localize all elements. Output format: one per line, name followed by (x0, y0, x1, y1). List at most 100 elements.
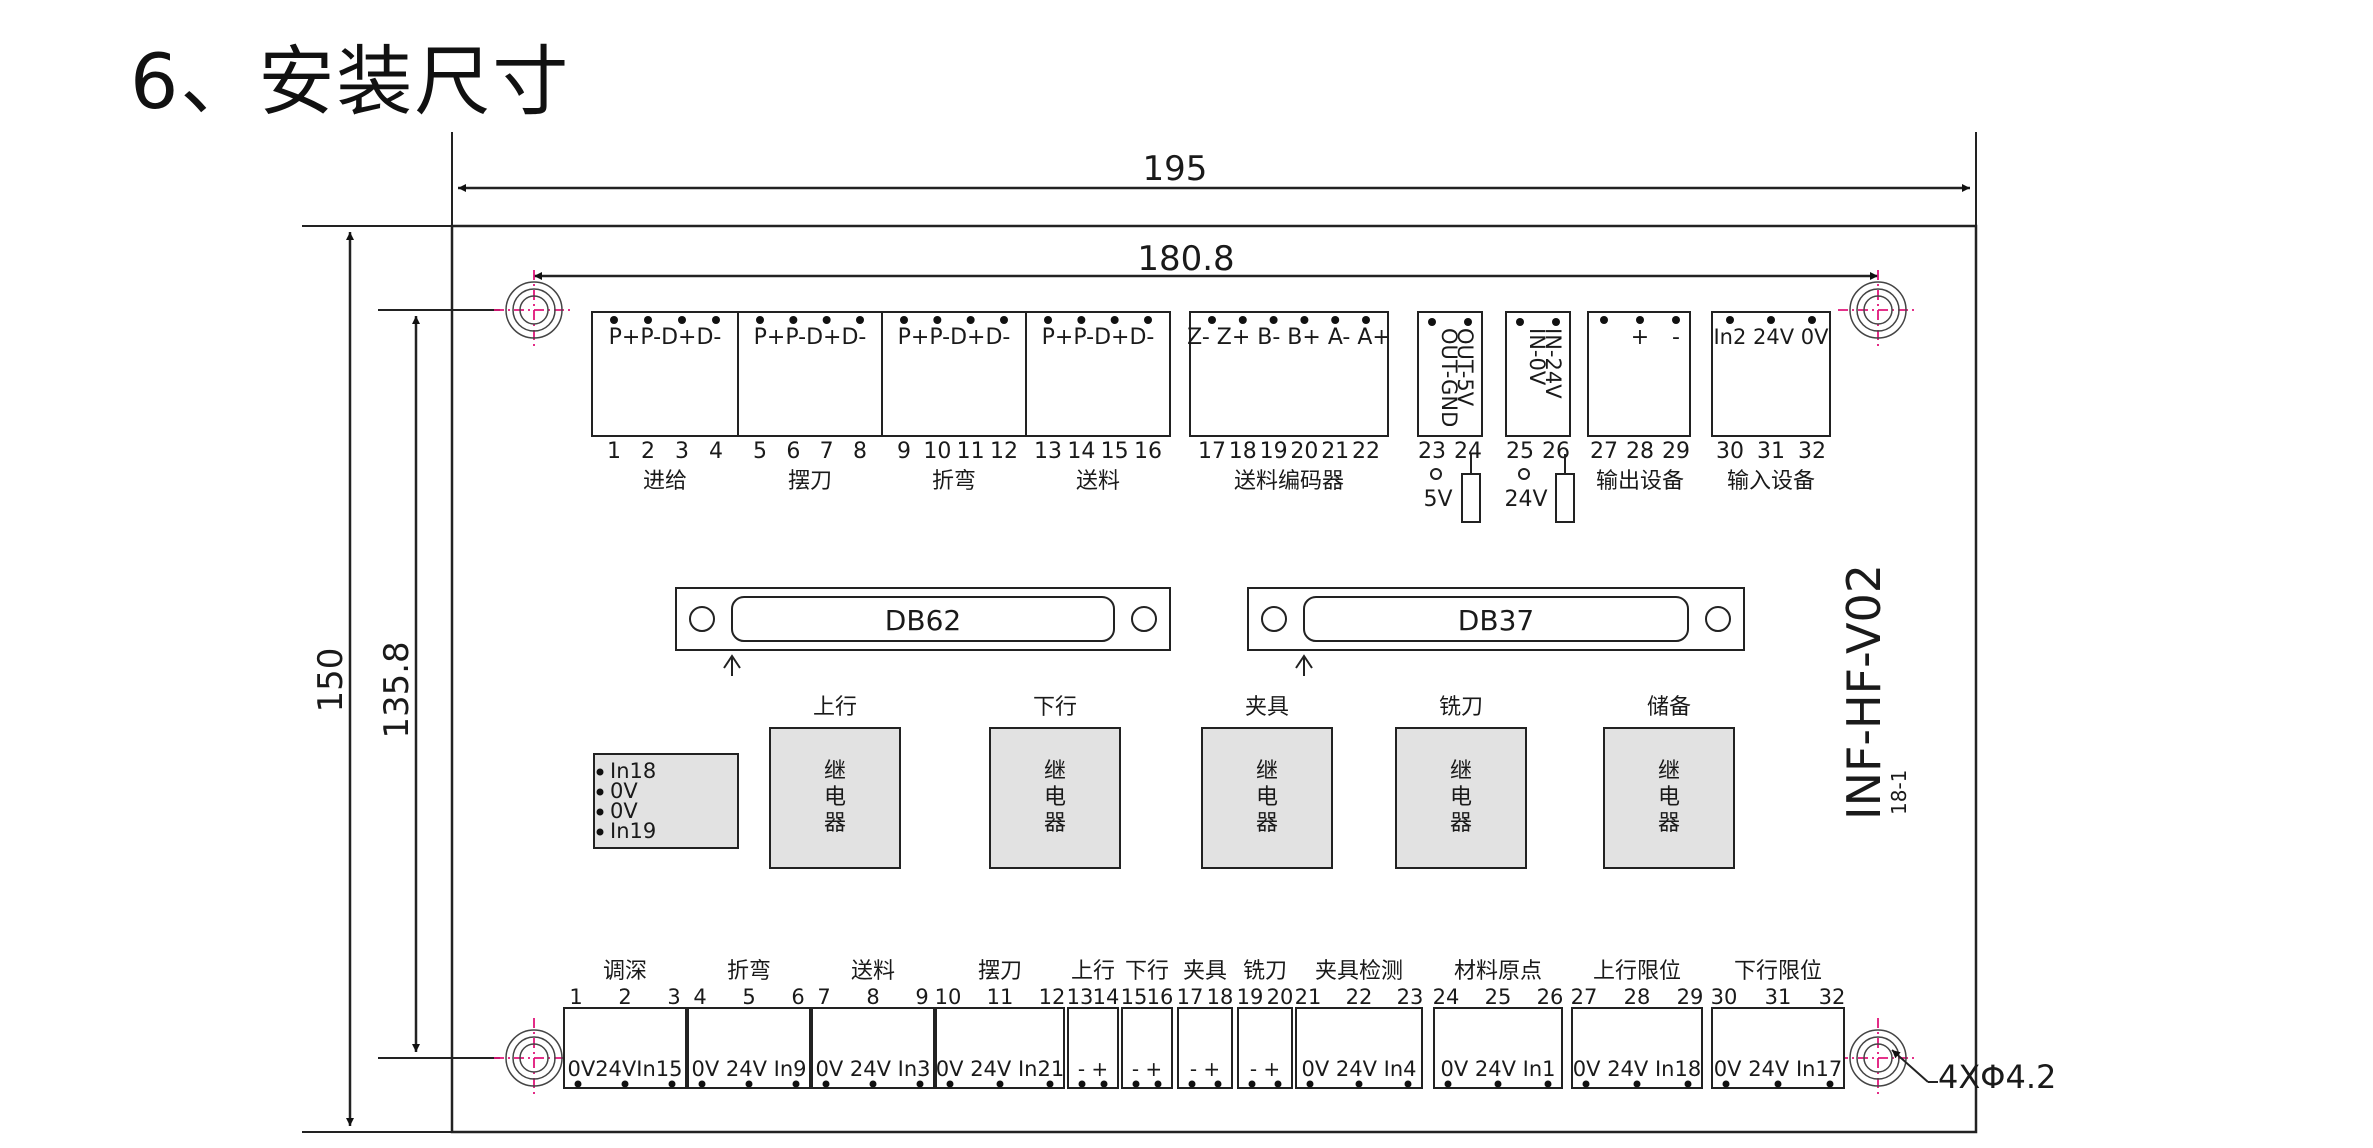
pin-labels: 0V 24V In17 (1714, 1057, 1842, 1081)
pin-number: 27 (1590, 439, 1618, 464)
pin-number: 20 (1267, 985, 1294, 1009)
connector-label: 折弯 (727, 959, 771, 984)
connector-label: 折弯 (932, 469, 976, 494)
pin-number: 7 (817, 985, 830, 1009)
pin-labels: P+P-D+D- (754, 325, 867, 350)
pin-number: 2 (641, 439, 655, 464)
pin-number: 4 (693, 985, 706, 1009)
relay-label: 铣刀 (1439, 695, 1483, 720)
pin-number: 29 (1662, 439, 1690, 464)
pin-number: 27 (1571, 985, 1598, 1009)
pin-labels: P+P-D+D- (609, 325, 722, 350)
hole-callout: 4XΦ4.2 (1891, 1049, 2056, 1096)
relay-label: 上行 (813, 695, 857, 720)
pin-number: 21 (1295, 985, 1322, 1009)
pin-number: 15 (1121, 985, 1148, 1009)
voltage-label: 5V (1423, 487, 1452, 512)
connector-label: 上行限位 (1593, 959, 1681, 984)
relay-text: 电 (824, 785, 846, 810)
pin-labels: OUT-5V (1453, 328, 1477, 407)
connector-label: 调深 (603, 959, 647, 984)
connector-label: 摆刀 (978, 959, 1022, 984)
pin-number: 1 (569, 985, 582, 1009)
connector-label: 进给 (643, 469, 687, 494)
pin-number: 7 (820, 439, 834, 464)
dim-overall-height-label: 150 (311, 648, 351, 713)
pin-labels: IN-0V (1525, 328, 1549, 386)
pin-number: 12 (990, 439, 1018, 464)
pin-number: 2 (618, 985, 631, 1009)
pin-labels: 0V 24V In21 (936, 1057, 1064, 1081)
pin-number: 3 (667, 985, 680, 1009)
pin-labels: 0V 24V In9 (691, 1057, 806, 1081)
dim-overall-height: 150 (302, 225, 452, 1133)
connector-label: 夹具检测 (1315, 959, 1403, 984)
pin-number: 14 (1067, 439, 1095, 464)
resistor-symbol (1461, 473, 1481, 523)
relay-text: 器 (1256, 811, 1278, 836)
voltage-label: 24V (1504, 487, 1547, 512)
pin-number: 20 (1290, 439, 1318, 464)
pin-labels: 0V24VIn15 (567, 1057, 682, 1081)
pin-labels: IN-24V (1541, 328, 1565, 399)
pin-number: 8 (866, 985, 879, 1009)
relay-text: 继 (1450, 759, 1472, 784)
pin-number: 24 (1454, 439, 1482, 464)
dim-hole-spacing-x: 180.8 (534, 239, 1878, 280)
pin-number: 15 (1101, 439, 1129, 464)
pin-number: 16 (1147, 985, 1174, 1009)
terminal-block-bottom: 调深 1 2 3 0V24VIn15 (563, 959, 687, 1089)
pin-number: 29 (1677, 985, 1704, 1009)
connector-label: 夹具 (1183, 959, 1227, 984)
pin-number: 21 (1321, 439, 1349, 464)
pin-labels: - + (1250, 1057, 1280, 1081)
pin-number: 3 (675, 439, 689, 464)
pin-label: In18 (610, 759, 656, 783)
relay-text: 电 (1044, 785, 1066, 810)
pin-number: 8 (853, 439, 867, 464)
relay-text: 继 (1658, 759, 1680, 784)
pin-number: 32 (1819, 985, 1846, 1009)
pin-labels: - + (1190, 1057, 1220, 1081)
db-connector-label: DB62 (885, 604, 961, 637)
relay-text: 器 (1450, 811, 1472, 836)
pin-number: 1 (607, 439, 621, 464)
pin-labels: Z- Z+ B- B+ A- A+ (1187, 325, 1391, 350)
pin-number: 5 (742, 985, 755, 1009)
pin-number: 9 (897, 439, 911, 464)
relay-text: 电 (1256, 785, 1278, 810)
pin-number: 5 (753, 439, 767, 464)
pin-labels: - + (1132, 1057, 1162, 1081)
pin-number: 18 (1207, 985, 1234, 1009)
mounting-hole (494, 270, 574, 350)
relay-text: 电 (1658, 785, 1680, 810)
pin-number: 14 (1093, 985, 1120, 1009)
connector-label: 下行限位 (1734, 959, 1822, 984)
pin-labels: 0V 24V In4 (1301, 1057, 1416, 1081)
relay-text: 器 (1658, 811, 1680, 836)
connector-label: 摆刀 (788, 469, 832, 494)
pin-labels: - + (1078, 1057, 1108, 1081)
pin-number: 6 (786, 439, 800, 464)
pin-number: 23 (1397, 985, 1424, 1009)
connector-label: 送料编码器 (1234, 469, 1344, 494)
pin-number: 28 (1626, 439, 1654, 464)
pin-number: 13 (1067, 985, 1094, 1009)
pin-labels: In2 24V 0V (1713, 325, 1829, 349)
pin-labels: OUT-GND (1437, 328, 1461, 427)
